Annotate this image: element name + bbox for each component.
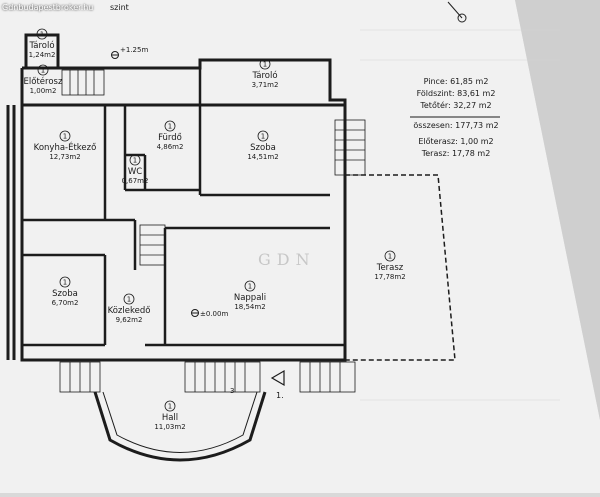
summary-row: Pince: 61,85 m2 [424, 77, 489, 86]
level-floor: ±0.00m [200, 310, 228, 318]
room-number: 1 [127, 296, 131, 304]
room-name: Hall [162, 413, 178, 423]
room-number-circle [257, 130, 269, 142]
room-number: 1 [41, 67, 45, 75]
room-number-circle [164, 400, 176, 412]
brand-watermark: GDN [258, 250, 316, 269]
room-name: Tároló [251, 70, 277, 81]
room-area: 1,24m2 [29, 51, 56, 59]
stairs [59, 69, 366, 393]
room-number: 1 [133, 157, 137, 165]
room-number: 1 [388, 253, 392, 261]
source-watermark: Gdnbudapestbroker.hu [2, 3, 94, 12]
level-top: +1.25m [120, 46, 148, 54]
title-fragment: szint [110, 3, 129, 12]
entrance-marker: 1. [276, 391, 284, 400]
room-name: Fürdő [158, 133, 182, 143]
room-name: Tároló [28, 40, 54, 51]
room-number-circle [59, 130, 71, 142]
summary-row: Tetőtér: 32,27 m2 [419, 100, 491, 110]
room-number-circle [384, 250, 396, 262]
paper-guides [360, 29, 560, 401]
summary-row: Terasz: 17,78 m2 [421, 149, 491, 158]
room-number: 1 [263, 61, 267, 69]
interior-walls [22, 68, 345, 347]
room-name: Konyha-Étkező [34, 141, 97, 153]
room-number: 1 [40, 31, 44, 39]
left-edge-walls [6, 105, 16, 360]
room-number: 1 [168, 123, 172, 131]
room-area: 12,73m2 [49, 153, 80, 161]
room-number-circle [123, 293, 135, 305]
hall-bay-wall [93, 391, 267, 462]
entrance-arrow-icon [270, 369, 285, 387]
outer-walls [20, 33, 347, 362]
room-area: 4,86m2 [157, 143, 184, 151]
room-area: 1,00m2 [30, 87, 57, 95]
room-name: Közlekedő [108, 306, 151, 316]
hall-bay-inner [102, 391, 258, 453]
room-name: Előtérosz [24, 76, 63, 87]
terrace-outline [345, 174, 456, 361]
level-marker-icon [111, 51, 199, 317]
area-summary: Pince: 61,85 m2 Földszint: 83,61 m2 Tetőté… [413, 77, 498, 158]
north-arrow-icon [447, 1, 467, 23]
room-number-circle [36, 28, 48, 40]
room-number-circle [37, 64, 49, 76]
paper-shadow [515, 0, 600, 420]
room-area: 9,62m2 [116, 316, 143, 324]
room-area: 11,03m2 [154, 423, 185, 431]
room-area: 18,54m2 [234, 303, 265, 311]
room-area: 0,67m2 [122, 177, 149, 185]
room-number-circle [259, 58, 271, 70]
room-labels: 1Tároló1,24m21Előtérosz1,00m21Tároló3,71… [24, 28, 406, 431]
stair-marker: 3 [230, 387, 234, 395]
room-number-circle [164, 120, 176, 132]
room-number: 1 [248, 283, 252, 291]
room-area: 3,71m2 [252, 81, 279, 89]
room-name: WC [128, 167, 142, 177]
room-name: Terasz [376, 263, 404, 273]
room-number: 1 [63, 133, 67, 141]
room-number: 1 [168, 403, 172, 411]
room-number-circle [59, 276, 71, 288]
room-number-circle [244, 280, 256, 292]
room-name: Szoba [250, 143, 276, 153]
room-area: 6,70m2 [52, 299, 79, 307]
room-area: 17,78m2 [374, 273, 405, 281]
room-area: 14,51m2 [247, 153, 278, 161]
summary-row: Földszint: 83,61 m2 [417, 89, 496, 98]
room-name: Szoba [52, 289, 78, 299]
room-number: 1 [63, 279, 67, 287]
summary-row: Előterasz: 1,00 m2 [418, 137, 493, 146]
room-number: 1 [261, 133, 265, 141]
room-name: Nappali [234, 293, 266, 303]
summary-row: összesen: 177,73 m2 [413, 121, 498, 130]
room-number-circle [129, 154, 141, 166]
